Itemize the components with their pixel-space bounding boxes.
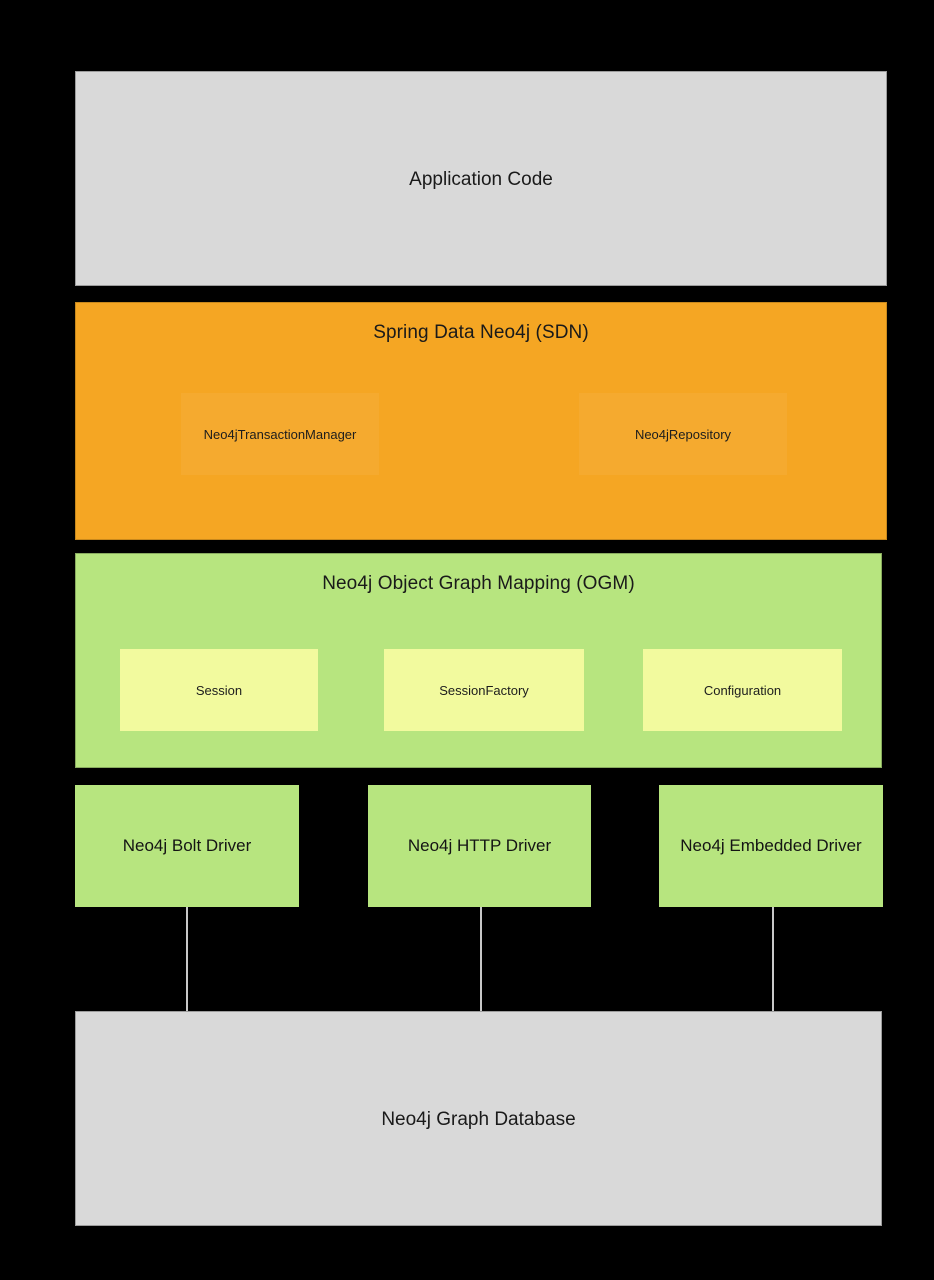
neo4j-bolt-driver-label: Neo4j Bolt Driver	[122, 836, 252, 855]
driver-neo4j-bolt: Neo4j Bolt Driver	[75, 785, 299, 907]
application-code-label: Application Code	[409, 169, 553, 190]
component-configuration: Configuration	[643, 649, 842, 731]
neo4j-http-driver-label: Neo4j HTTP Driver	[407, 836, 552, 855]
session-label: Session	[195, 682, 243, 698]
component-session: Session	[120, 649, 318, 731]
connector-line-bolt-to-database	[186, 907, 188, 1011]
component-session-factory: SessionFactory	[384, 649, 584, 731]
component-neo4j-transaction-manager: Neo4jTransactionManager	[181, 393, 379, 475]
driver-neo4j-http: Neo4j HTTP Driver	[368, 785, 591, 907]
layer-spring-data-neo4j: Spring Data Neo4j (SDN) Neo4jTransaction…	[75, 302, 887, 540]
spring-data-neo4j-title: Spring Data Neo4j (SDN)	[373, 322, 589, 343]
layer-neo4j-ogm: Neo4j Object Graph Mapping (OGM) Session…	[75, 553, 882, 768]
driver-neo4j-embedded: Neo4j Embedded Driver	[659, 785, 883, 907]
neo4j-transaction-manager-label: Neo4jTransactionManager	[203, 426, 357, 442]
layer-neo4j-graph-database: Neo4j Graph Database	[75, 1011, 882, 1226]
neo4j-ogm-title: Neo4j Object Graph Mapping (OGM)	[322, 573, 635, 594]
connector-line-http-to-database	[480, 907, 482, 1011]
neo4j-embedded-driver-label: Neo4j Embedded Driver	[680, 836, 862, 855]
neo4j-graph-database-label: Neo4j Graph Database	[381, 1109, 576, 1130]
session-factory-label: SessionFactory	[439, 682, 529, 698]
connector-line-embedded-to-database	[772, 907, 774, 1011]
component-neo4j-repository: Neo4jRepository	[579, 393, 787, 475]
layer-application-code: Application Code	[75, 71, 887, 286]
configuration-label: Configuration	[703, 682, 782, 698]
neo4j-repository-label: Neo4jRepository	[634, 426, 732, 442]
